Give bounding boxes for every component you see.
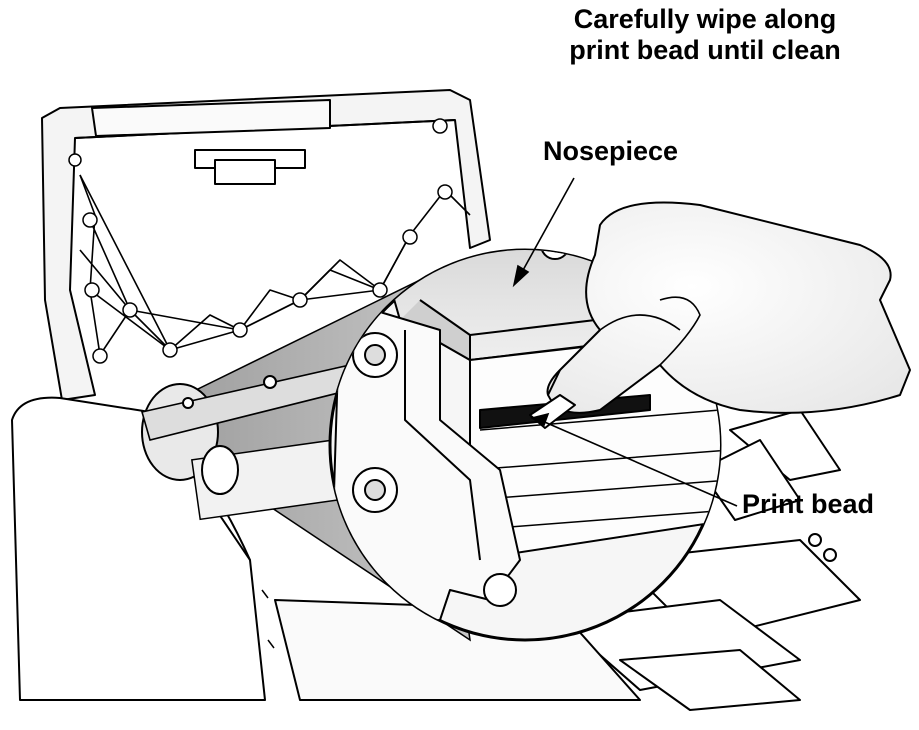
instruction-caption: Carefully wipe along print bead until cl… [540,4,870,66]
instruction-line-2: print bead until clean [569,35,841,65]
nosepiece-label: Nosepiece [543,136,679,166]
lid-lattice [79,174,471,356]
instruction-line-1: Carefully wipe along [573,4,837,34]
leader-lines [512,177,738,507]
lattice-rivets [68,118,453,364]
printbead-arrowhead [529,412,550,427]
print-bead-label: Print bead [742,489,875,519]
printbead-leader [539,419,738,507]
nosepiece-leader [521,177,575,273]
nosepiece-arrowhead [512,264,530,288]
